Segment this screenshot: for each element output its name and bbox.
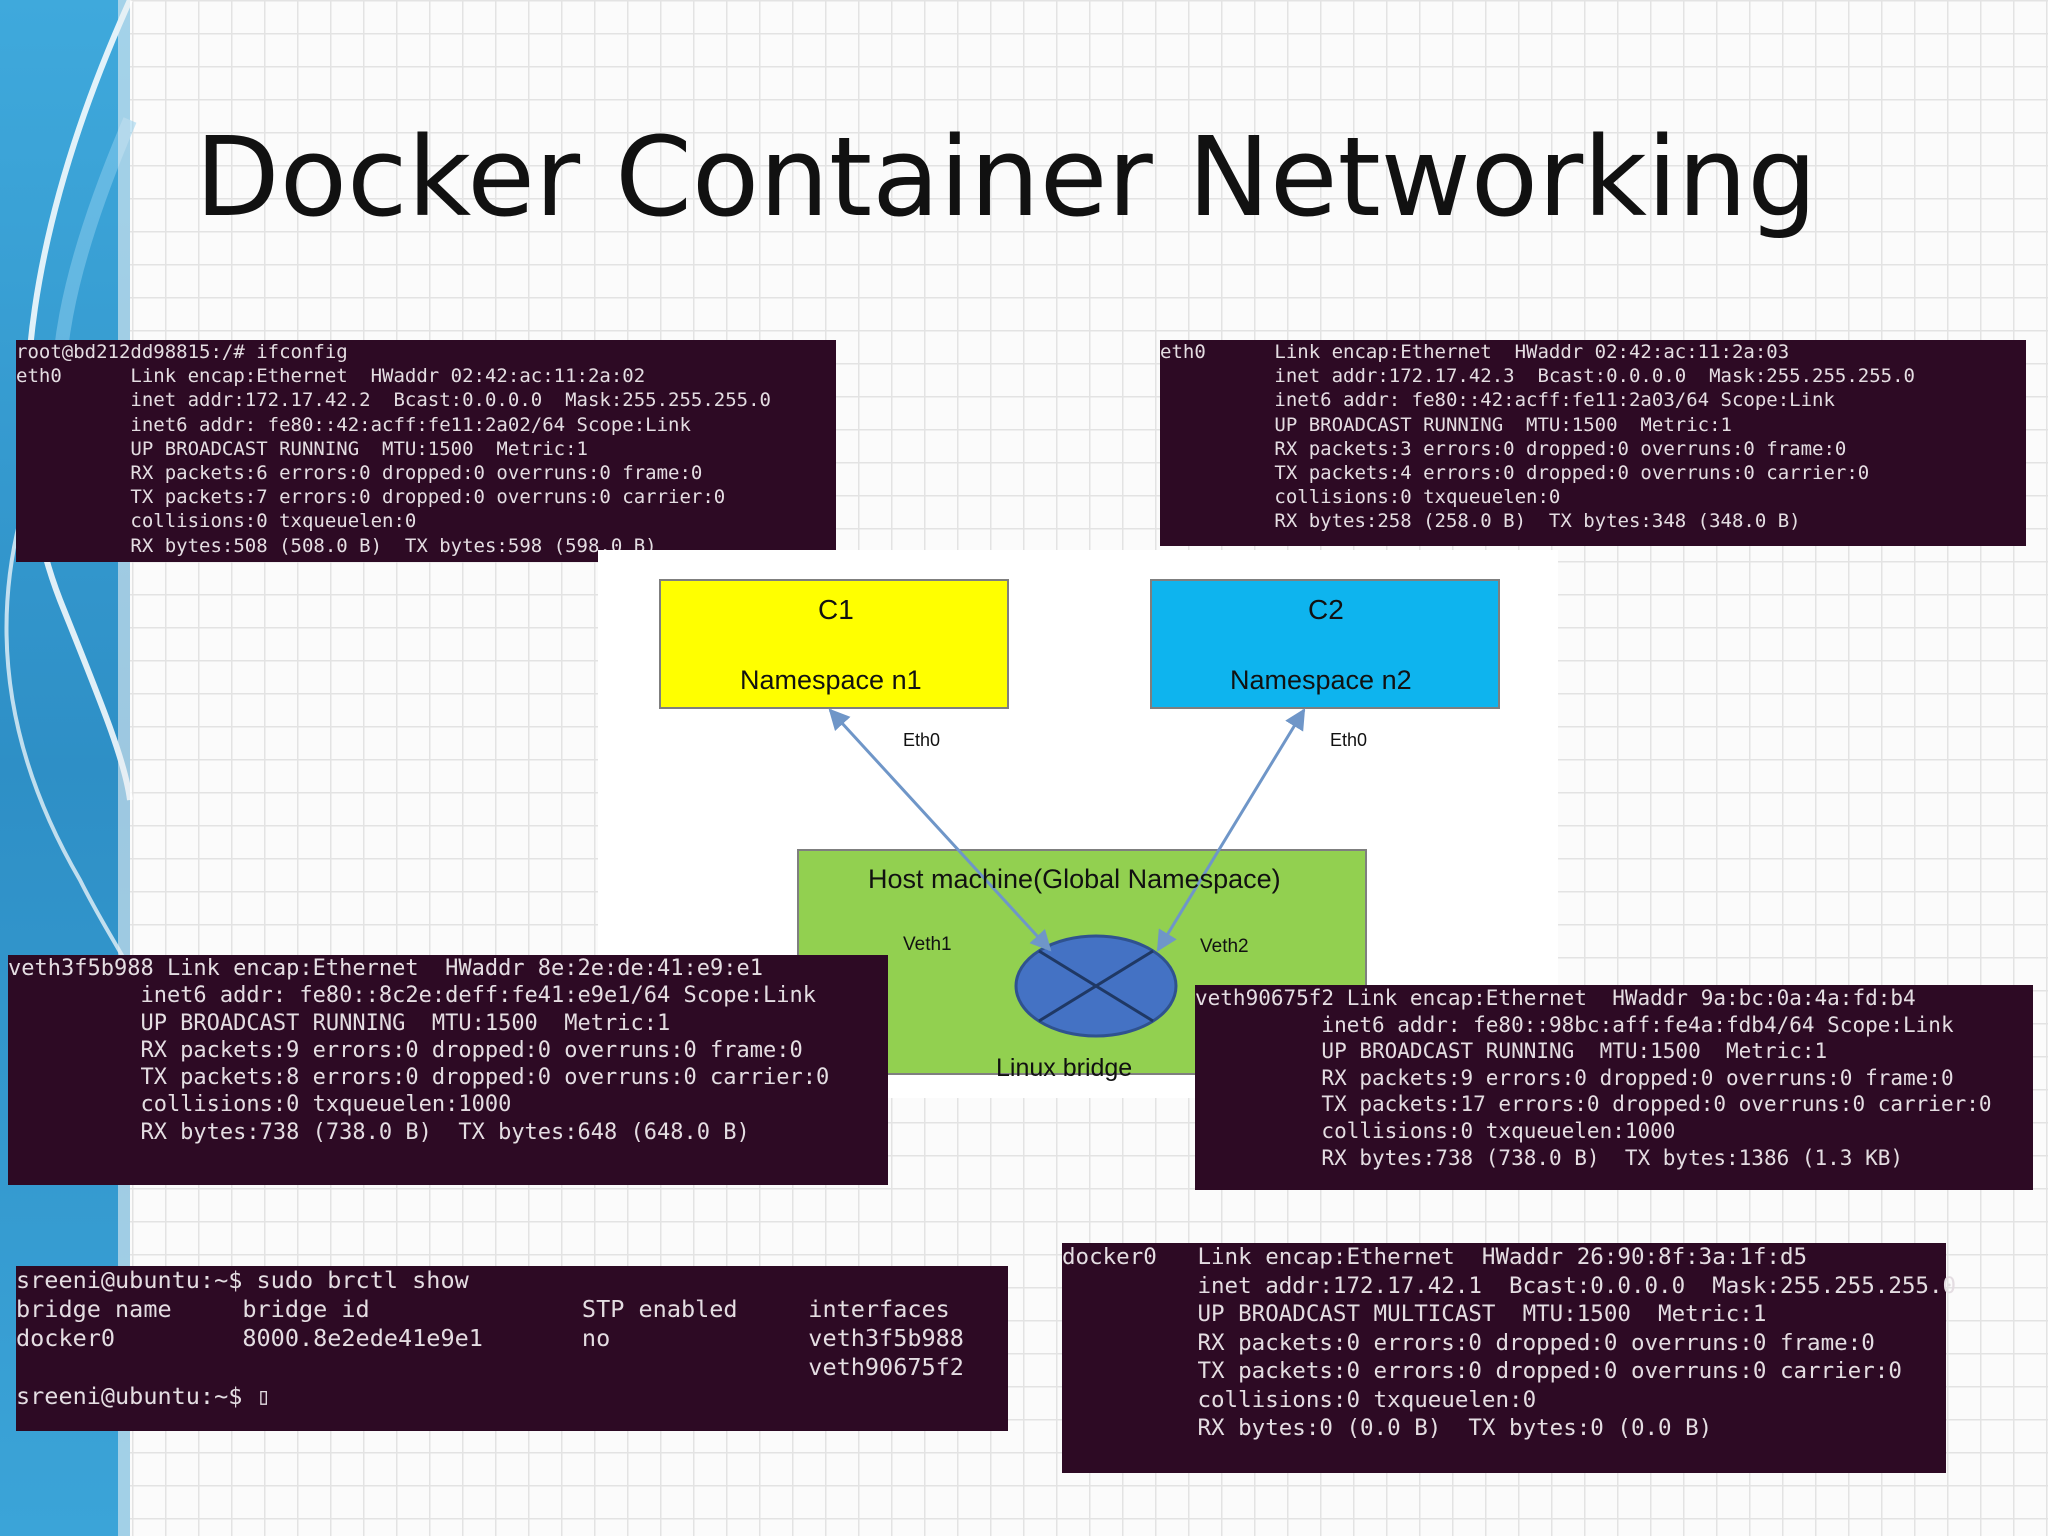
host-machine-label: Host machine(Global Namespace) <box>868 864 1281 894</box>
bridge-cross-line-2 <box>1038 949 1154 1023</box>
c1-eth0-label: Eth0 <box>903 730 941 750</box>
terminal-ifconfig-eth0-c1: root@bd212dd98815:/# ifconfig eth0 Link … <box>16 340 836 562</box>
diagram-shapes <box>659 579 1500 1075</box>
veth1-label: Veth1 <box>903 934 952 955</box>
container-c1-box <box>659 579 1009 709</box>
c1-name: C1 <box>818 594 854 625</box>
c1-namespace: Namespace n1 <box>740 665 922 695</box>
slide-title: Docker Container Networking <box>195 113 1818 241</box>
container-c2-box <box>1150 579 1500 709</box>
terminal-ifconfig-eth0-c2: eth0 Link encap:Ethernet HWaddr 02:42:ac… <box>1160 340 2026 546</box>
veth2-label: Veth2 <box>1200 936 1249 957</box>
link-c1-to-bridge <box>828 708 1052 952</box>
terminal-ifconfig-veth1: veth3f5b988 Link encap:Ethernet HWaddr 8… <box>8 955 888 1185</box>
c2-namespace: Namespace n2 <box>1230 665 1412 695</box>
c2-name: C2 <box>1308 594 1344 625</box>
terminal-ifconfig-docker0: docker0 Link encap:Ethernet HWaddr 26:90… <box>1062 1243 1956 1473</box>
c2-eth0-label: Eth0 <box>1330 730 1368 750</box>
terminal-brctl-show: sreeni@ubuntu:~$ sudo brctl show bridge … <box>16 1266 1008 1431</box>
link-c2-to-bridge <box>1156 708 1306 952</box>
terminal-ifconfig-veth2: veth90675f2 Link encap:Ethernet HWaddr 9… <box>1195 985 2033 1190</box>
linux-bridge-label: Linux bridge <box>996 1054 1133 1082</box>
